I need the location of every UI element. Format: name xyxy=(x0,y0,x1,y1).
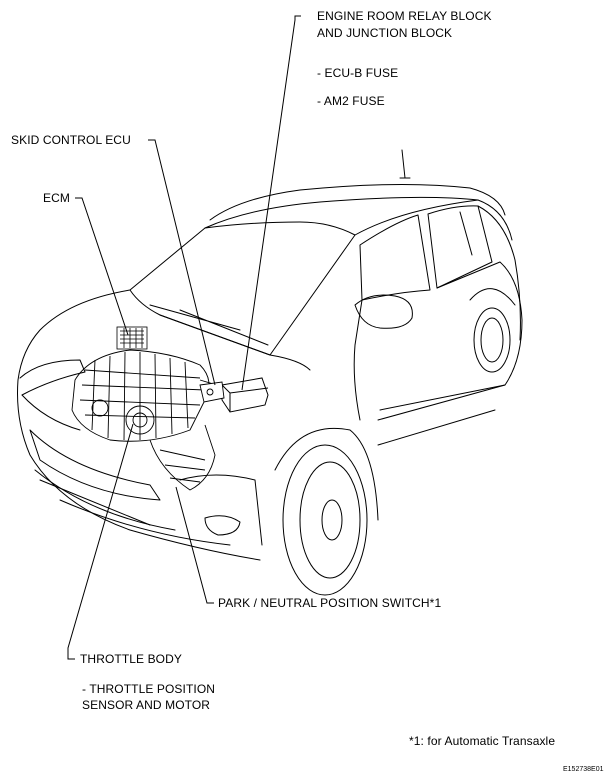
side-mirror xyxy=(354,294,413,329)
hood xyxy=(17,289,131,381)
label-relay-block-line1: ENGINE ROOM RELAY BLOCK xyxy=(317,9,492,23)
label-park-neutral-switch: PARK / NEUTRAL POSITION SWITCH*1 xyxy=(218,596,442,610)
leader-relay-block xyxy=(241,15,301,391)
label-ecu-b-fuse: - ECU-B FUSE xyxy=(317,66,399,80)
label-throttle-body: THROTTLE BODY xyxy=(80,652,182,666)
front-bumper xyxy=(17,379,261,561)
label-ecm: ECM xyxy=(43,191,70,205)
wiper xyxy=(149,304,269,346)
label-am2-fuse: - AM2 FUSE xyxy=(317,94,385,108)
grille xyxy=(29,429,161,501)
leader-skid-control-ecu xyxy=(148,139,216,386)
label-relay-block-line2: AND JUNCTION BLOCK xyxy=(317,26,453,40)
engine-compartment xyxy=(71,349,266,491)
label-skid-control-ecu: SKID CONTROL ECU xyxy=(11,133,131,147)
relay-block xyxy=(221,377,269,413)
skid-control-ecu-unit xyxy=(199,381,225,403)
label-throttle-position-line1: - THROTTLE POSITION xyxy=(82,682,216,696)
windshield xyxy=(129,221,356,356)
ecm-module xyxy=(116,326,148,350)
side-window-rear xyxy=(427,205,493,289)
fog-lamp xyxy=(204,515,241,536)
leader-ecm xyxy=(75,197,129,336)
footnote: *1: for Automatic Transaxle xyxy=(409,734,556,748)
side-window-front xyxy=(359,214,431,301)
label-throttle-position-line2: SENSOR AND MOTOR xyxy=(82,698,211,712)
roof xyxy=(209,183,506,221)
figure-id: E152738E01 xyxy=(563,766,604,773)
rear-wheel xyxy=(473,307,511,373)
front-wheel xyxy=(282,444,368,596)
antenna xyxy=(399,149,411,179)
leader-park-neutral xyxy=(175,486,214,604)
headlamp xyxy=(19,359,86,396)
leader-throttle-body xyxy=(67,423,134,660)
